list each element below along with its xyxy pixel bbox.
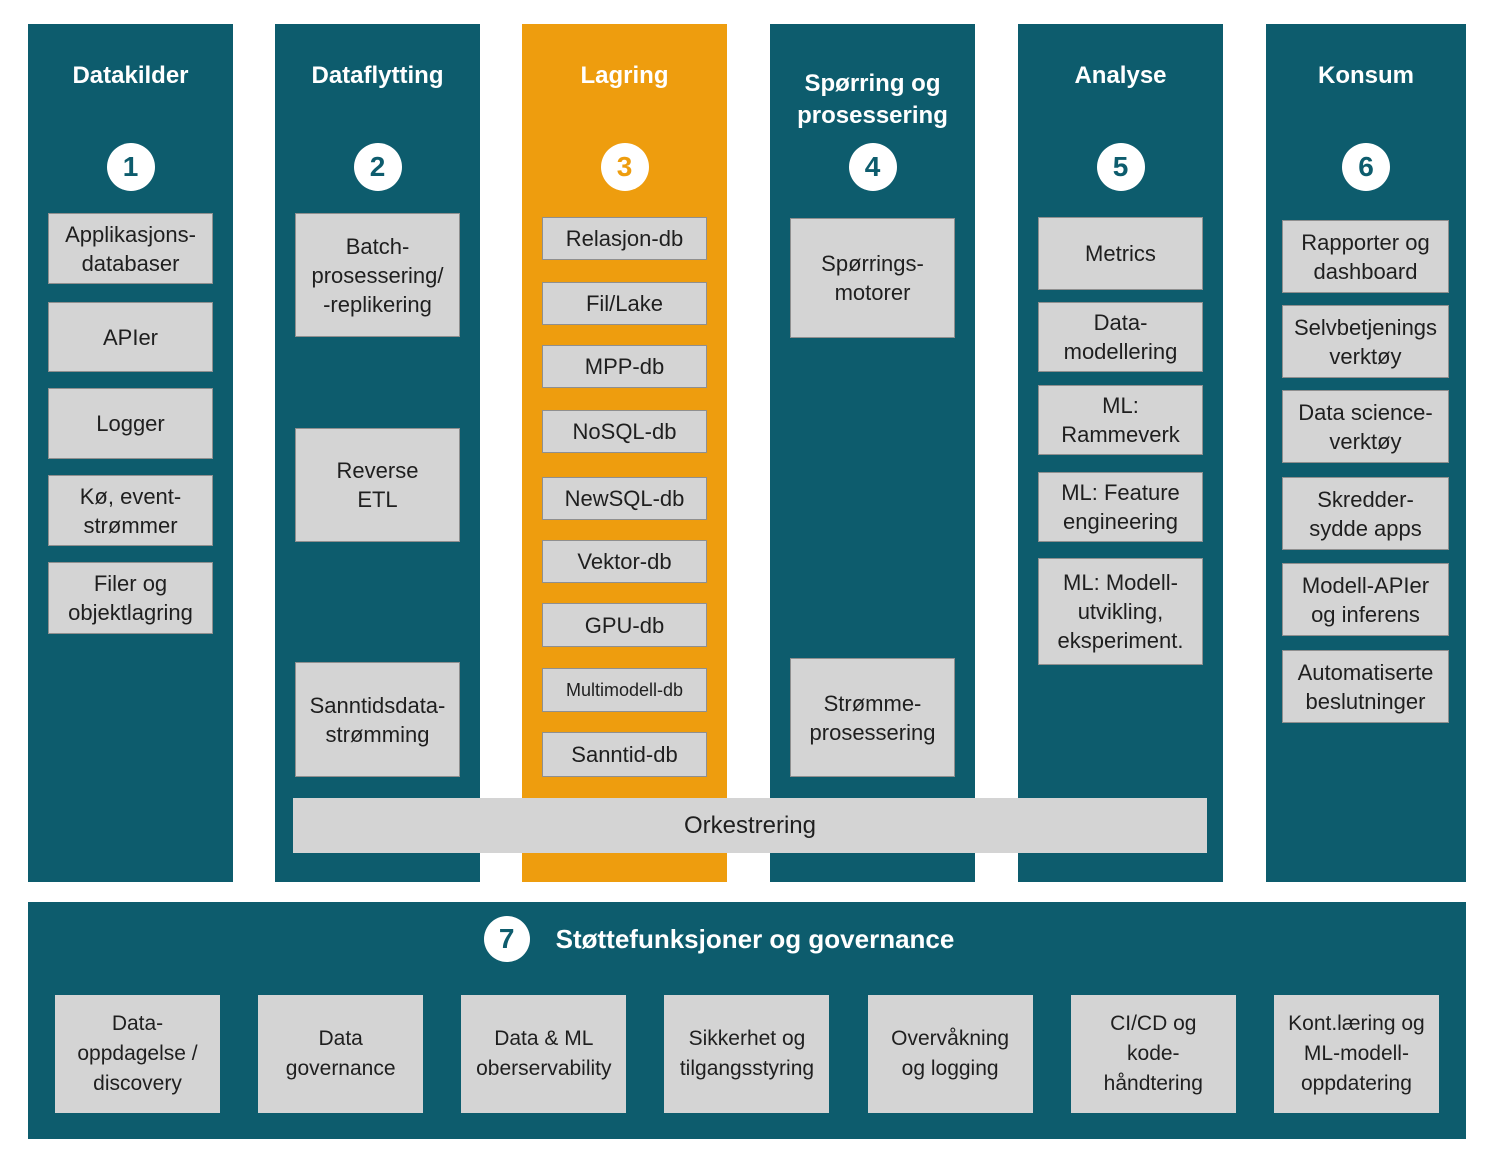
support-governance-bar: 7 Støttefunksjoner og governance Data- o… [28,902,1466,1139]
box-ml-feature-engineering: ML: Feature engineering [1038,472,1203,542]
column-number-badge: 2 [353,143,402,191]
column-analyse: Analyse 5 Metrics Data- modellering ML: … [1018,24,1223,882]
box-multimodell-db: Multimodell-db [542,668,707,712]
box-overvakning-og-logging: Overvåkning og logging [867,995,1033,1113]
box-data-ml-observability: Data & ML oberservability [461,995,627,1113]
box-rapporter-og-dashboard: Rapporter og dashboard [1282,220,1449,293]
box-sanntidsdata-stromming: Sanntidsdata- strømming [295,662,460,777]
box-skreddersydde-apps: Skredder- sydde apps [1282,477,1449,550]
box-sikkerhet-og-tilgangsstyring: Sikkerhet og tilgangsstyring [664,995,830,1113]
support-number-badge: 7 [483,916,530,962]
box-data-oppdagelse-discovery: Data- oppdagelse / discovery [55,995,220,1113]
box-kontlaering-og-ml-modell-oppdatering: Kont.læring og ML-modell- oppdatering [1273,995,1439,1113]
column-number-badge: 4 [848,143,897,191]
box-filer-og-objektlagring: Filer og objektlagring [48,562,213,634]
box-data-science-verktoy: Data science- verktøy [1282,390,1449,463]
column-number-badge: 1 [106,143,155,191]
box-logger: Logger [48,388,213,459]
column-datakilder: Datakilder 1 Applikasjons- databaser API… [28,24,233,882]
support-boxes-row: Data- oppdagelse / discovery Data govern… [55,995,1439,1113]
column-title: Lagring [580,62,669,89]
column-title: Datakilder [72,62,189,89]
column-number-badge: 5 [1096,143,1145,191]
column-title: Spørring og prosessering [797,70,948,129]
box-data-modellering: Data- modellering [1038,302,1203,372]
box-selvbetjenings-verktoy: Selvbetjenings verktøy [1282,305,1449,378]
box-relasjon-db: Relasjon-db [542,217,707,260]
box-metrics: Metrics [1038,217,1203,290]
support-header: 7 Støttefunksjoner og governance [0,916,1438,962]
box-reverse-etl: Reverse ETL [295,428,460,542]
orchestration-bar: Orkestrering [293,798,1207,853]
box-apier: APIer [48,302,213,372]
box-gpu-db: GPU-db [542,603,707,647]
box-nosql-db: NoSQL-db [542,410,707,453]
box-newsql-db: NewSQL-db [542,477,707,520]
support-title: Støttefunksjoner og governance [555,923,955,954]
box-ko-event-strommer: Kø, event- strømmer [48,475,213,546]
box-stromme-prosessering: Strømme- prosessering [790,658,955,777]
box-automatiserte-beslutninger: Automatiserte beslutninger [1282,650,1449,723]
column-title: Dataflytting [311,62,444,89]
column-title: Analyse [1074,62,1167,89]
box-sporrings-motorer: Spørrings- motorer [790,218,955,338]
box-cicd-og-kodehandtering: CI/CD og kode- håndtering [1070,995,1236,1113]
column-lagring: Lagring 3 Relasjon-db Fil/Lake MPP-db No… [522,24,727,882]
column-sporring-og-prosessering: Spørring og prosessering 4 Spørrings- mo… [770,24,975,882]
column-title: Konsum [1318,62,1414,89]
box-sanntid-db: Sanntid-db [542,732,707,777]
column-dataflytting: Dataflytting 2 Batch- prosessering/ -rep… [275,24,480,882]
box-data-governance: Data governance [258,995,424,1113]
box-applikasjons-databaser: Applikasjons- databaser [48,213,213,284]
box-modell-apier-og-inferens: Modell-APIer og inferens [1282,563,1449,636]
column-konsum: Konsum 6 Rapporter og dashboard Selvbetj… [1266,24,1466,882]
box-ml-rammeverk: ML: Rammeverk [1038,385,1203,455]
box-ml-modellutvikling-eksperiment: ML: Modell- utvikling, eksperiment. [1038,558,1203,665]
column-number-badge: 6 [1342,143,1390,191]
box-vektor-db: Vektor-db [542,540,707,583]
box-fil-lake: Fil/Lake [542,282,707,325]
column-number-badge: 3 [600,143,649,191]
box-mpp-db: MPP-db [542,345,707,388]
box-batch-prosessering-replikering: Batch- prosessering/ -replikering [295,213,460,337]
